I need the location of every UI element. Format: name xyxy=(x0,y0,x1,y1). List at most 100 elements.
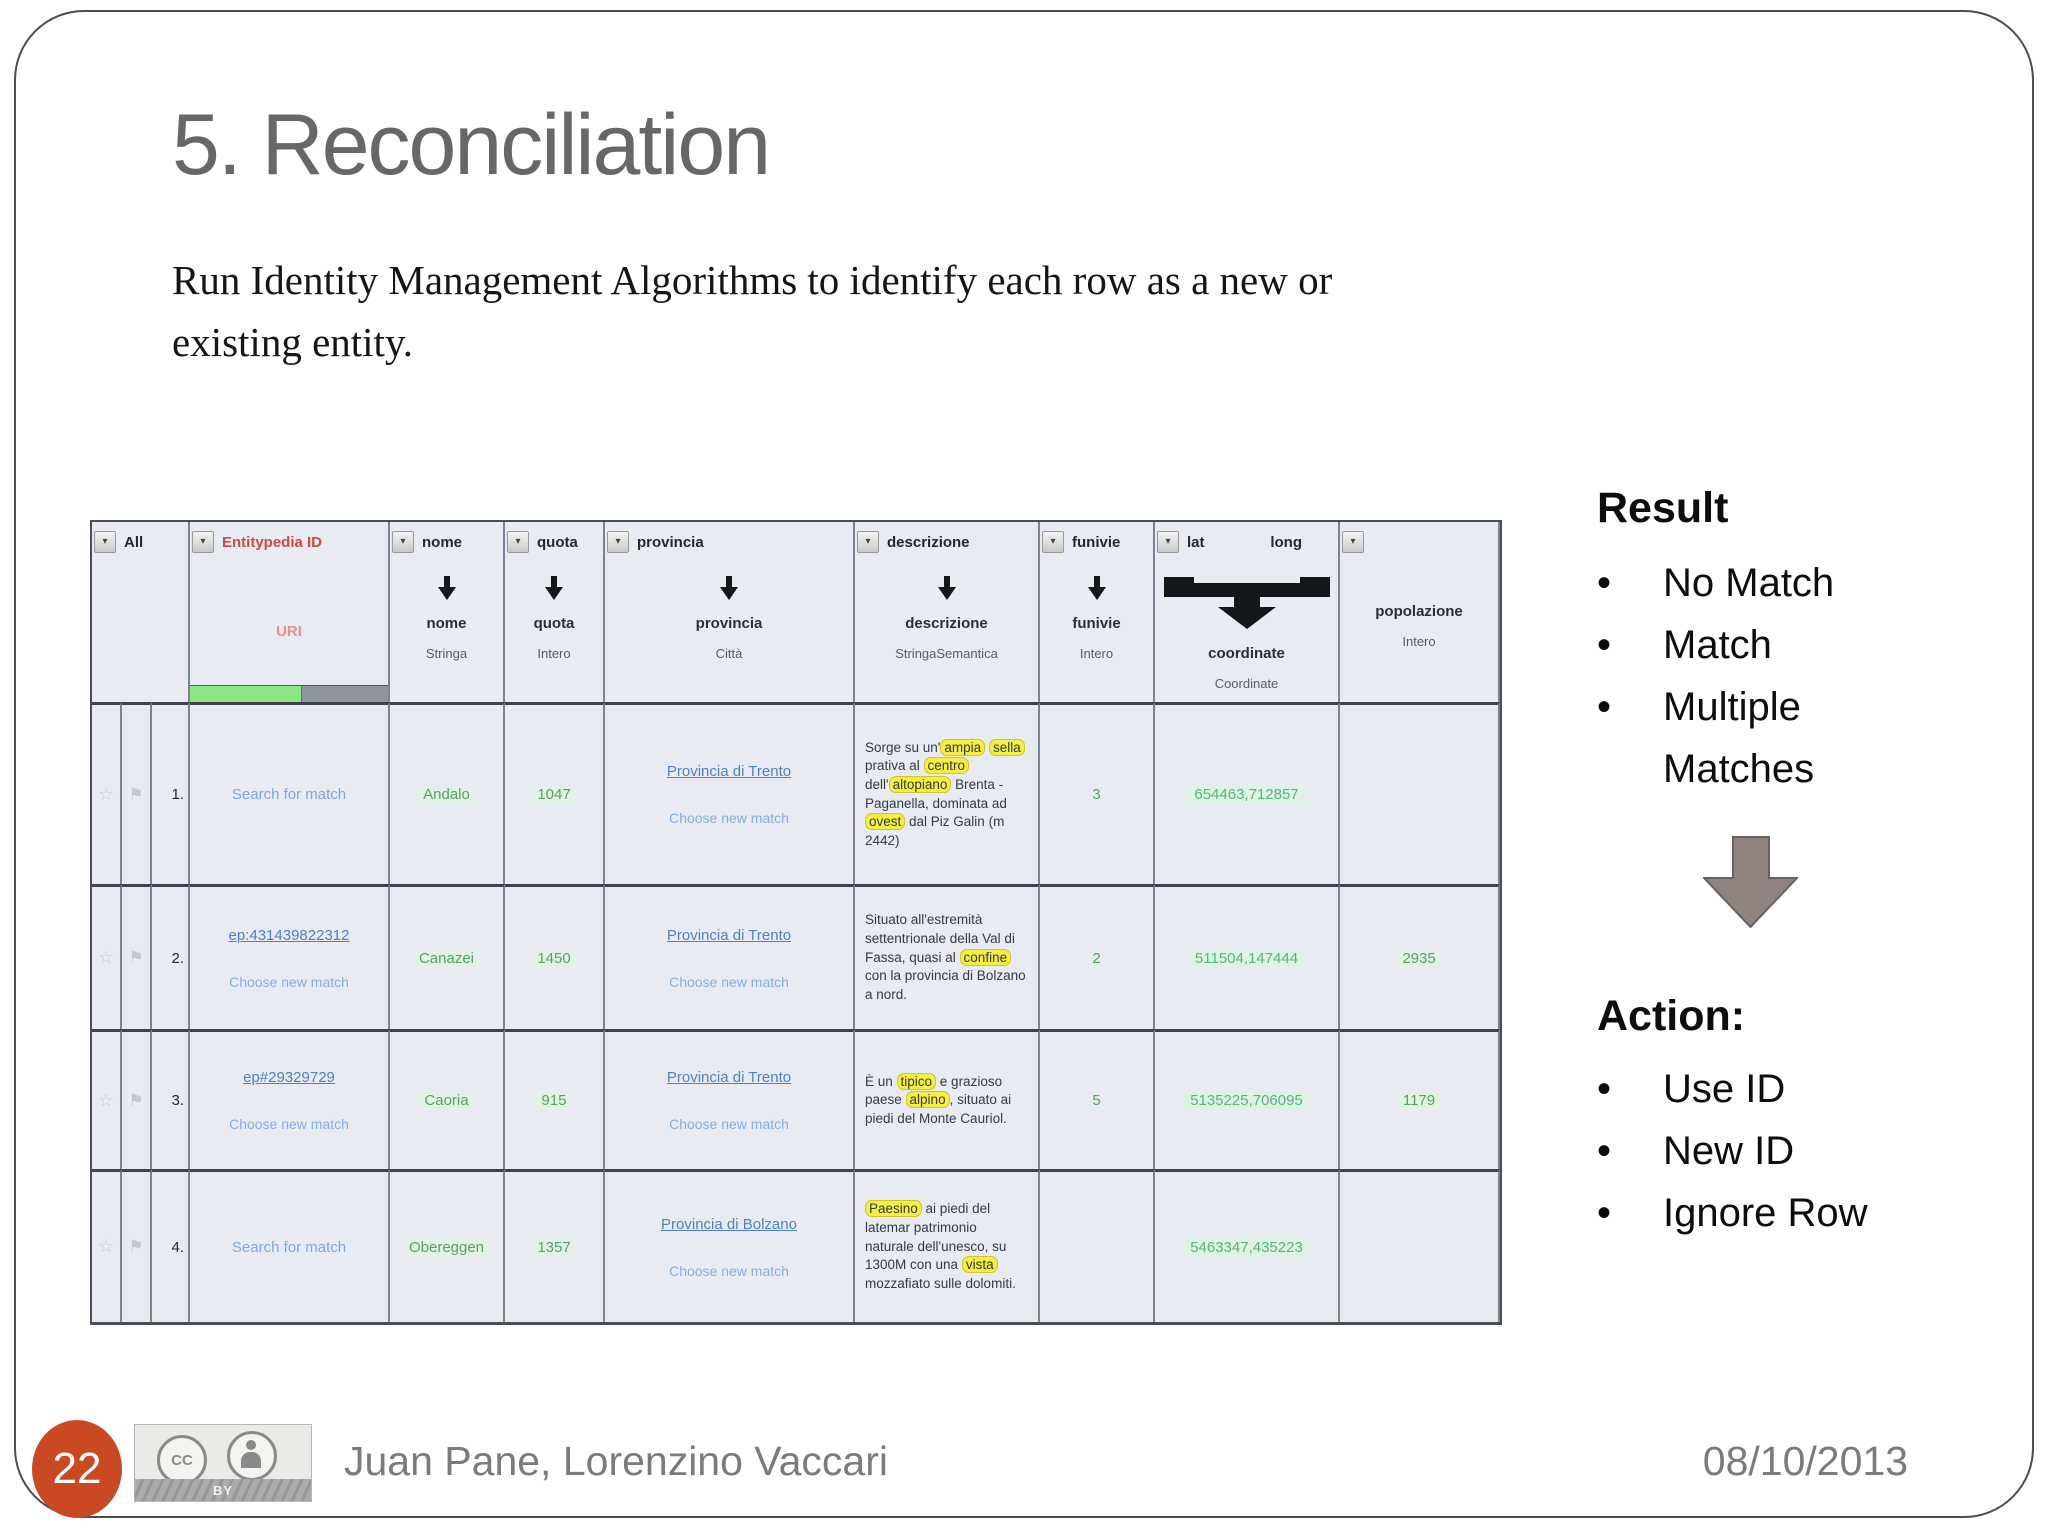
page-title: 5. Reconciliation xyxy=(172,97,771,193)
coordinate-cell: 5135225,706095 xyxy=(1155,1029,1340,1169)
funivie-cell: 3 xyxy=(1040,702,1155,884)
slide-date: 08/10/2013 xyxy=(1702,1438,1908,1484)
authors: Juan Pane, Lorenzino Vaccari xyxy=(344,1438,888,1484)
list-item: •Match xyxy=(1597,614,1883,676)
descrizione-type: StringaSemantica xyxy=(895,646,998,661)
funivie-menu-button[interactable]: ▾ xyxy=(1042,531,1064,553)
funivie-cell: 2 xyxy=(1040,884,1155,1029)
quota-cell: 915 xyxy=(505,1029,605,1169)
descrizione-menu-button[interactable]: ▾ xyxy=(857,531,879,553)
funivie-column-label: funivie xyxy=(1072,533,1121,551)
row-flag-cell[interactable]: ⚑ xyxy=(122,884,152,1029)
popolazione-value: 2935 xyxy=(1396,948,1442,968)
cc-license-badge: CC BY xyxy=(134,1424,312,1502)
entity-id-cell: Search for match xyxy=(190,702,390,884)
row-number: 4. xyxy=(152,1169,190,1322)
quota-value: 915 xyxy=(535,1091,573,1110)
nome-cell: Caoria xyxy=(390,1029,505,1169)
bullet: • xyxy=(1597,561,1612,605)
funivie-value: 2 xyxy=(1092,949,1101,967)
provincia-menu-button[interactable]: ▾ xyxy=(607,531,629,553)
row-flag-cell[interactable]: ⚑ xyxy=(122,1169,152,1322)
descrizione-cell: Sorge su un'ampia sella prativa al centr… xyxy=(855,702,1040,884)
choose-new-match-link[interactable]: Choose new match xyxy=(229,1116,349,1132)
bullet: • xyxy=(1597,1191,1612,1235)
entity-id-link[interactable]: ep:431439822312 xyxy=(228,926,350,944)
bullet: • xyxy=(1597,1129,1612,1173)
descrizione-cell: Paesino ai piedi del latemar patrimonio … xyxy=(855,1169,1040,1322)
nome-value: Andalo xyxy=(417,785,476,804)
nome-value: Caoria xyxy=(418,1091,475,1110)
descrizione-cell: È un tipico e grazioso paese alpino, sit… xyxy=(855,1029,1040,1169)
provincia-column-label: provincia xyxy=(637,533,704,551)
popolazione-cell xyxy=(1340,702,1500,884)
bullet: • xyxy=(1597,1067,1612,1111)
row-flag-cell[interactable]: ⚑ xyxy=(122,1029,152,1169)
quota-column-label: quota xyxy=(537,533,578,551)
choose-new-match-link[interactable]: Choose new match xyxy=(669,973,789,990)
all-column-label: All xyxy=(124,533,144,551)
provincia-link[interactable]: Provincia di Trento xyxy=(666,763,792,780)
row-star-cell[interactable]: ☆ xyxy=(92,884,122,1029)
coordinate-value: 5463347,435223 xyxy=(1184,1237,1309,1257)
uri-label: URI xyxy=(276,623,302,640)
row-number: 2. xyxy=(152,884,190,1029)
row-star-cell[interactable]: ☆ xyxy=(92,1029,122,1169)
quota-value: 1357 xyxy=(531,1237,577,1257)
popolazione-cell: 1179 xyxy=(1340,1029,1500,1169)
descrizione-text: Paesino ai piedi del latemar patrimonio … xyxy=(865,1200,1016,1291)
entitypedia-menu-button[interactable]: ▾ xyxy=(192,531,214,553)
search-for-match-link[interactable]: Search for match xyxy=(231,786,347,803)
descrizione-text: Situato all'estremità settentrionale del… xyxy=(865,912,1026,1002)
choose-new-match-link[interactable]: Choose new match xyxy=(669,1116,789,1132)
result-list: •No Match •Match •Multiple Matches xyxy=(1597,552,1883,800)
bullet: • xyxy=(1597,685,1612,729)
coordinate-cell: 511504,147444 xyxy=(1155,884,1340,1029)
funivie-cell xyxy=(1040,1169,1155,1322)
funivie-cell: 5 xyxy=(1040,1029,1155,1169)
quota-value: 1047 xyxy=(531,785,577,804)
coordinate-menu-button[interactable]: ▾ xyxy=(1157,531,1179,553)
coordinate-cell: 654463,712857 xyxy=(1155,702,1340,884)
popolazione-cell: 2935 xyxy=(1340,884,1500,1029)
entity-id-link[interactable]: ep#29329729 xyxy=(243,1069,335,1086)
coordinate-value: 5135225,706095 xyxy=(1184,1091,1309,1110)
choose-new-match-link[interactable]: Choose new match xyxy=(229,973,349,990)
list-item: •Multiple Matches xyxy=(1597,676,1883,800)
provincia-link[interactable]: Provincia di Bolzano xyxy=(661,1215,797,1233)
entity-id-cell: Search for match xyxy=(190,1169,390,1322)
provincia-link[interactable]: Provincia di Trento xyxy=(666,1069,792,1086)
nome-name: nome xyxy=(426,615,467,632)
nome-cell: Andalo xyxy=(390,702,505,884)
funivie-value: 3 xyxy=(1092,786,1101,803)
choose-new-match-link[interactable]: Choose new match xyxy=(669,1262,789,1279)
sort-down-arrow-icon xyxy=(545,576,563,600)
search-for-match-link[interactable]: Search for match xyxy=(231,1238,347,1256)
slide-body-text: Run Identity Management Algorithms to id… xyxy=(172,257,1333,365)
quota-cell: 1450 xyxy=(505,884,605,1029)
choose-new-match-link[interactable]: Choose new match xyxy=(669,810,789,826)
provincia-link[interactable]: Provincia di Trento xyxy=(666,926,792,944)
quota-menu-button[interactable]: ▾ xyxy=(507,531,529,553)
highlighted-term: centro xyxy=(923,757,970,775)
nome-column-label: nome xyxy=(422,533,463,551)
nome-type: Stringa xyxy=(425,646,468,661)
column-header-all: ▾ All xyxy=(92,522,190,702)
highlighted-term: ovest xyxy=(865,813,906,831)
descrizione-name: descrizione xyxy=(905,615,988,632)
row-star-cell[interactable]: ☆ xyxy=(92,1169,122,1322)
row-star-cell[interactable]: ☆ xyxy=(92,702,122,884)
popolazione-menu-button[interactable]: ▾ xyxy=(1342,531,1364,553)
all-menu-button[interactable]: ▾ xyxy=(94,531,116,553)
row-flag-cell[interactable]: ⚑ xyxy=(122,702,152,884)
sort-down-arrow-icon xyxy=(720,576,738,600)
list-item: •No Match xyxy=(1597,552,1883,614)
list-item: •Use ID xyxy=(1597,1058,1883,1120)
nome-menu-button[interactable]: ▾ xyxy=(392,531,414,553)
